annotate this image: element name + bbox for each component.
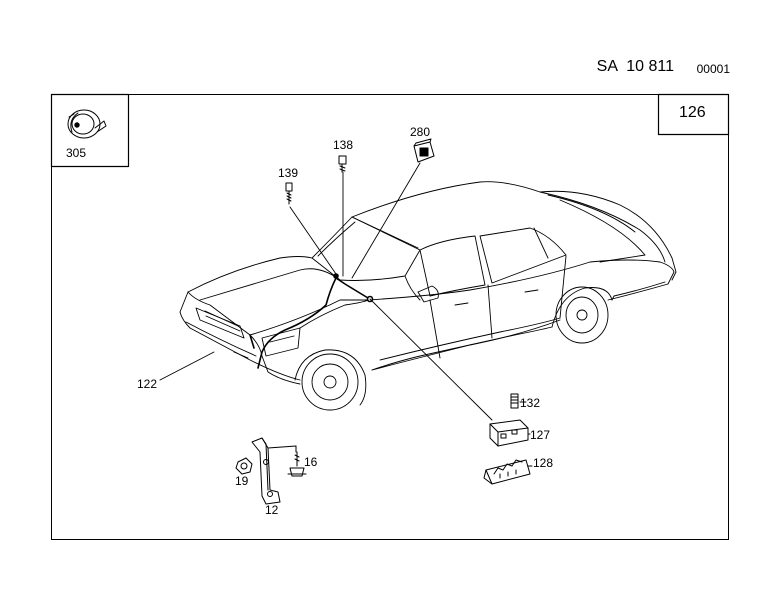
leader-lines <box>159 162 533 467</box>
inset-part-number: 305 <box>66 146 87 160</box>
nut-19-icon <box>235 457 253 475</box>
connector-280-icon <box>413 138 435 163</box>
callout-138: 138 <box>333 138 354 152</box>
bracket-12-icon <box>251 437 297 505</box>
callout-139: 139 <box>278 166 299 180</box>
connector-clip-icon <box>67 109 107 139</box>
callout-280: 280 <box>410 125 431 139</box>
page-number-box <box>657 93 730 136</box>
bolt-16-icon <box>287 451 307 477</box>
relay-box-127-icon <box>489 419 529 447</box>
callout-19: 19 <box>235 474 249 488</box>
relay-pin-132-icon <box>510 393 519 409</box>
bolt-139-icon <box>285 182 293 205</box>
page-number: 126 <box>679 104 706 121</box>
relay-socket-128-icon <box>483 459 531 485</box>
header-group: 10 811 <box>626 58 674 75</box>
inset-box <box>50 93 130 168</box>
header-code: 00001 <box>696 62 730 76</box>
callout-132: 132 <box>520 396 541 410</box>
callout-122: 122 <box>137 377 158 391</box>
bolt-138-icon <box>338 155 347 173</box>
header-prefix: SA <box>596 58 618 75</box>
callout-128: 128 <box>533 456 554 470</box>
callout-16: 16 <box>304 455 318 469</box>
car-illustration <box>179 181 677 411</box>
wiring-harness <box>249 273 374 369</box>
diagram-frame <box>51 94 729 540</box>
callout-12: 12 <box>265 503 279 517</box>
callout-127: 127 <box>530 428 551 442</box>
